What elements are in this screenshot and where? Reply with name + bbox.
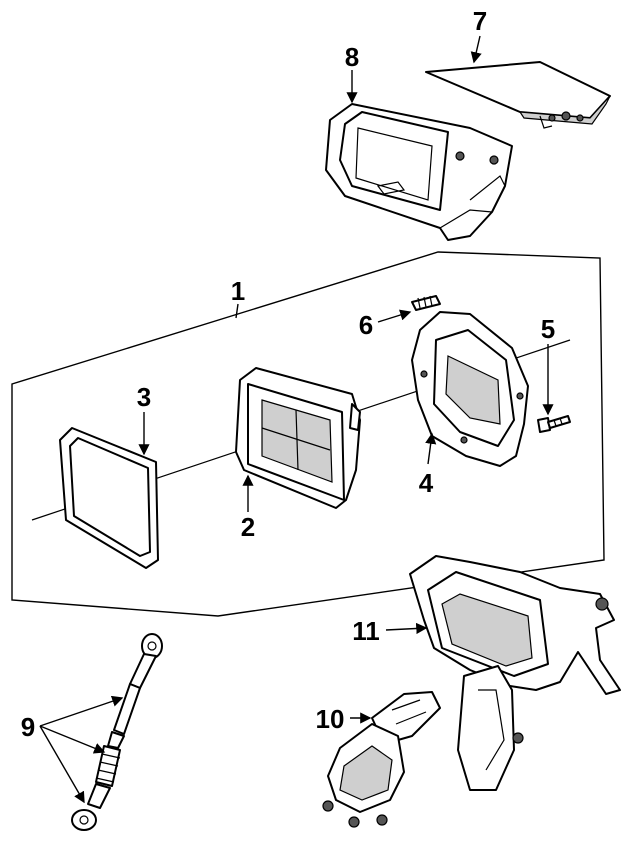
- callout-10: 10: [316, 704, 345, 734]
- callout-4: 4: [419, 468, 434, 498]
- callout-9: 9: [21, 712, 35, 742]
- actuator-motor-part-10: [322, 691, 441, 828]
- callout-11: 11: [352, 616, 380, 646]
- callout-5: 5: [541, 314, 555, 344]
- callout-3: 3: [137, 382, 151, 412]
- callout-2: 2: [241, 512, 255, 542]
- mounting-ring-part-4: [411, 311, 529, 467]
- adjusting-spring-part-6: [411, 295, 441, 311]
- headlamp-bezel-part-8: [325, 103, 513, 241]
- headlamp-seal-part-3: [59, 427, 159, 569]
- lift-rod-assembly-part-9: [71, 633, 163, 831]
- sealed-beam-lamp-part-2: [235, 367, 361, 509]
- adjusting-screw-part-5: [537, 415, 571, 433]
- callout-7: 7: [473, 6, 487, 36]
- headlamp-cover-part-7: [425, 61, 611, 129]
- callout-1: 1: [231, 276, 245, 306]
- leader-lines: [39, 35, 554, 804]
- callout-8: 8: [345, 42, 359, 72]
- callout-6: 6: [359, 310, 373, 340]
- assembly-1-outline: [11, 251, 605, 617]
- actuator-housing-part-11: [409, 555, 621, 791]
